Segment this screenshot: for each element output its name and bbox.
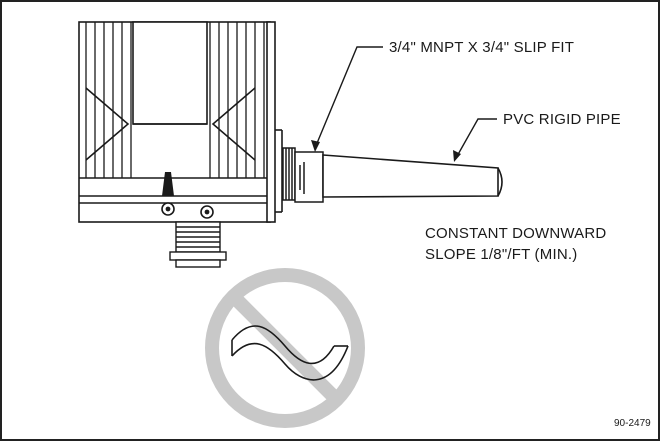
leader-lines: [314, 46, 497, 159]
slope-label-line1: CONSTANT DOWNWARD: [425, 225, 606, 242]
slope-label-line2: SLOPE 1/8"/FT (MIN.): [425, 246, 577, 263]
pipe-label: PVC RIGID PIPE: [503, 111, 621, 128]
leader-arrow-fitting: [311, 140, 320, 152]
leader-arrow-pipe: [453, 150, 461, 162]
screw: [200, 205, 214, 219]
figure-id: 90-2479: [614, 418, 651, 429]
bottom-threaded-fitting: [169, 221, 227, 268]
no-sagging-pipe-icon: [205, 268, 365, 428]
slip-fit-coupling: [282, 147, 324, 203]
latch-handle: [161, 172, 175, 216]
pvc-rigid-pipe: [322, 154, 503, 198]
unit-housing: [78, 21, 283, 223]
fitting-label: 3/4" MNPT X 3/4" SLIP FIT: [389, 39, 574, 56]
